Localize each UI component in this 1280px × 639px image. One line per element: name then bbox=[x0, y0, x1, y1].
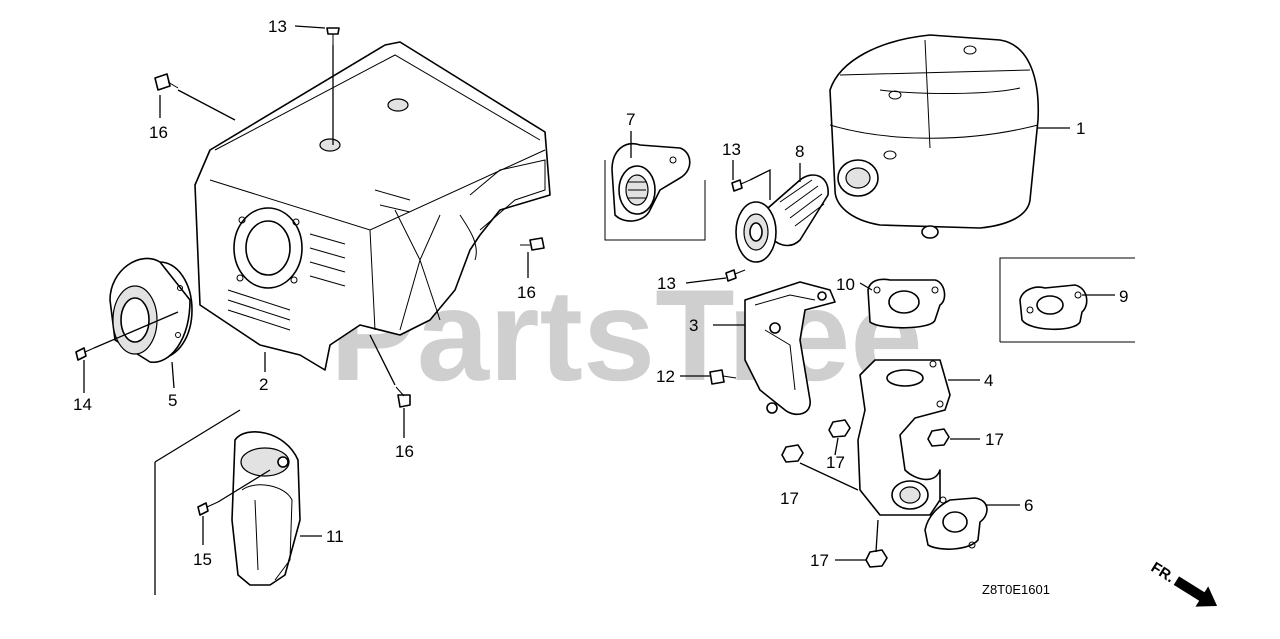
fasteners bbox=[75, 27, 950, 568]
callout-3: 3 bbox=[689, 316, 698, 335]
callout-11: 11 bbox=[326, 527, 344, 546]
callout-5: 5 bbox=[168, 391, 177, 410]
callout-7: 7 bbox=[626, 110, 635, 129]
callout-15: 15 bbox=[193, 550, 212, 569]
callout-17-d: 17 bbox=[810, 551, 829, 570]
front-arrow-icon bbox=[1173, 576, 1218, 607]
callout-16-lower: 16 bbox=[395, 442, 414, 461]
spark-arrester-holder-part bbox=[604, 143, 706, 241]
callout-13-top: 13 bbox=[268, 17, 287, 36]
callout-10: 10 bbox=[836, 275, 855, 294]
spark-arrester-part bbox=[735, 174, 829, 263]
muffler-protector-part bbox=[194, 41, 551, 371]
exhaust-deflector-part bbox=[231, 431, 301, 586]
exhaust-pipe-part bbox=[857, 359, 951, 516]
callout-labels: 1 2 3 4 5 6 7 8 9 10 11 12 13 13 13 14 1… bbox=[73, 17, 1128, 570]
tail-pipe-cap-part bbox=[109, 257, 193, 363]
callout-12: 12 bbox=[656, 367, 675, 386]
callout-8: 8 bbox=[795, 142, 804, 161]
callout-14: 14 bbox=[73, 395, 92, 414]
diagram-code: Z8T0E1601 bbox=[982, 582, 1050, 597]
muffler-stay-part bbox=[744, 281, 836, 416]
exhaust-gasket-part bbox=[999, 257, 1135, 343]
callout-17-a: 17 bbox=[826, 453, 845, 472]
muffler-gasket-part bbox=[867, 278, 946, 329]
callout-4: 4 bbox=[984, 371, 993, 390]
callout-16-right: 16 bbox=[517, 283, 536, 302]
callout-6: 6 bbox=[1024, 496, 1033, 515]
front-direction-indicator: FR. bbox=[1148, 559, 1218, 607]
leader-lines bbox=[83, 25, 1115, 595]
callout-13-upper: 13 bbox=[722, 140, 741, 159]
callout-16-upper: 16 bbox=[149, 123, 168, 142]
callout-17-b: 17 bbox=[780, 489, 799, 508]
exhaust-pipe-gasket-part bbox=[924, 496, 988, 550]
callout-2: 2 bbox=[259, 375, 268, 394]
muffler-part bbox=[829, 34, 1040, 239]
callout-1: 1 bbox=[1076, 119, 1085, 138]
callout-13-lower: 13 bbox=[657, 274, 676, 293]
front-direction-label: FR. bbox=[1148, 559, 1178, 586]
callout-17-c: 17 bbox=[985, 430, 1004, 449]
callout-9: 9 bbox=[1119, 287, 1128, 306]
